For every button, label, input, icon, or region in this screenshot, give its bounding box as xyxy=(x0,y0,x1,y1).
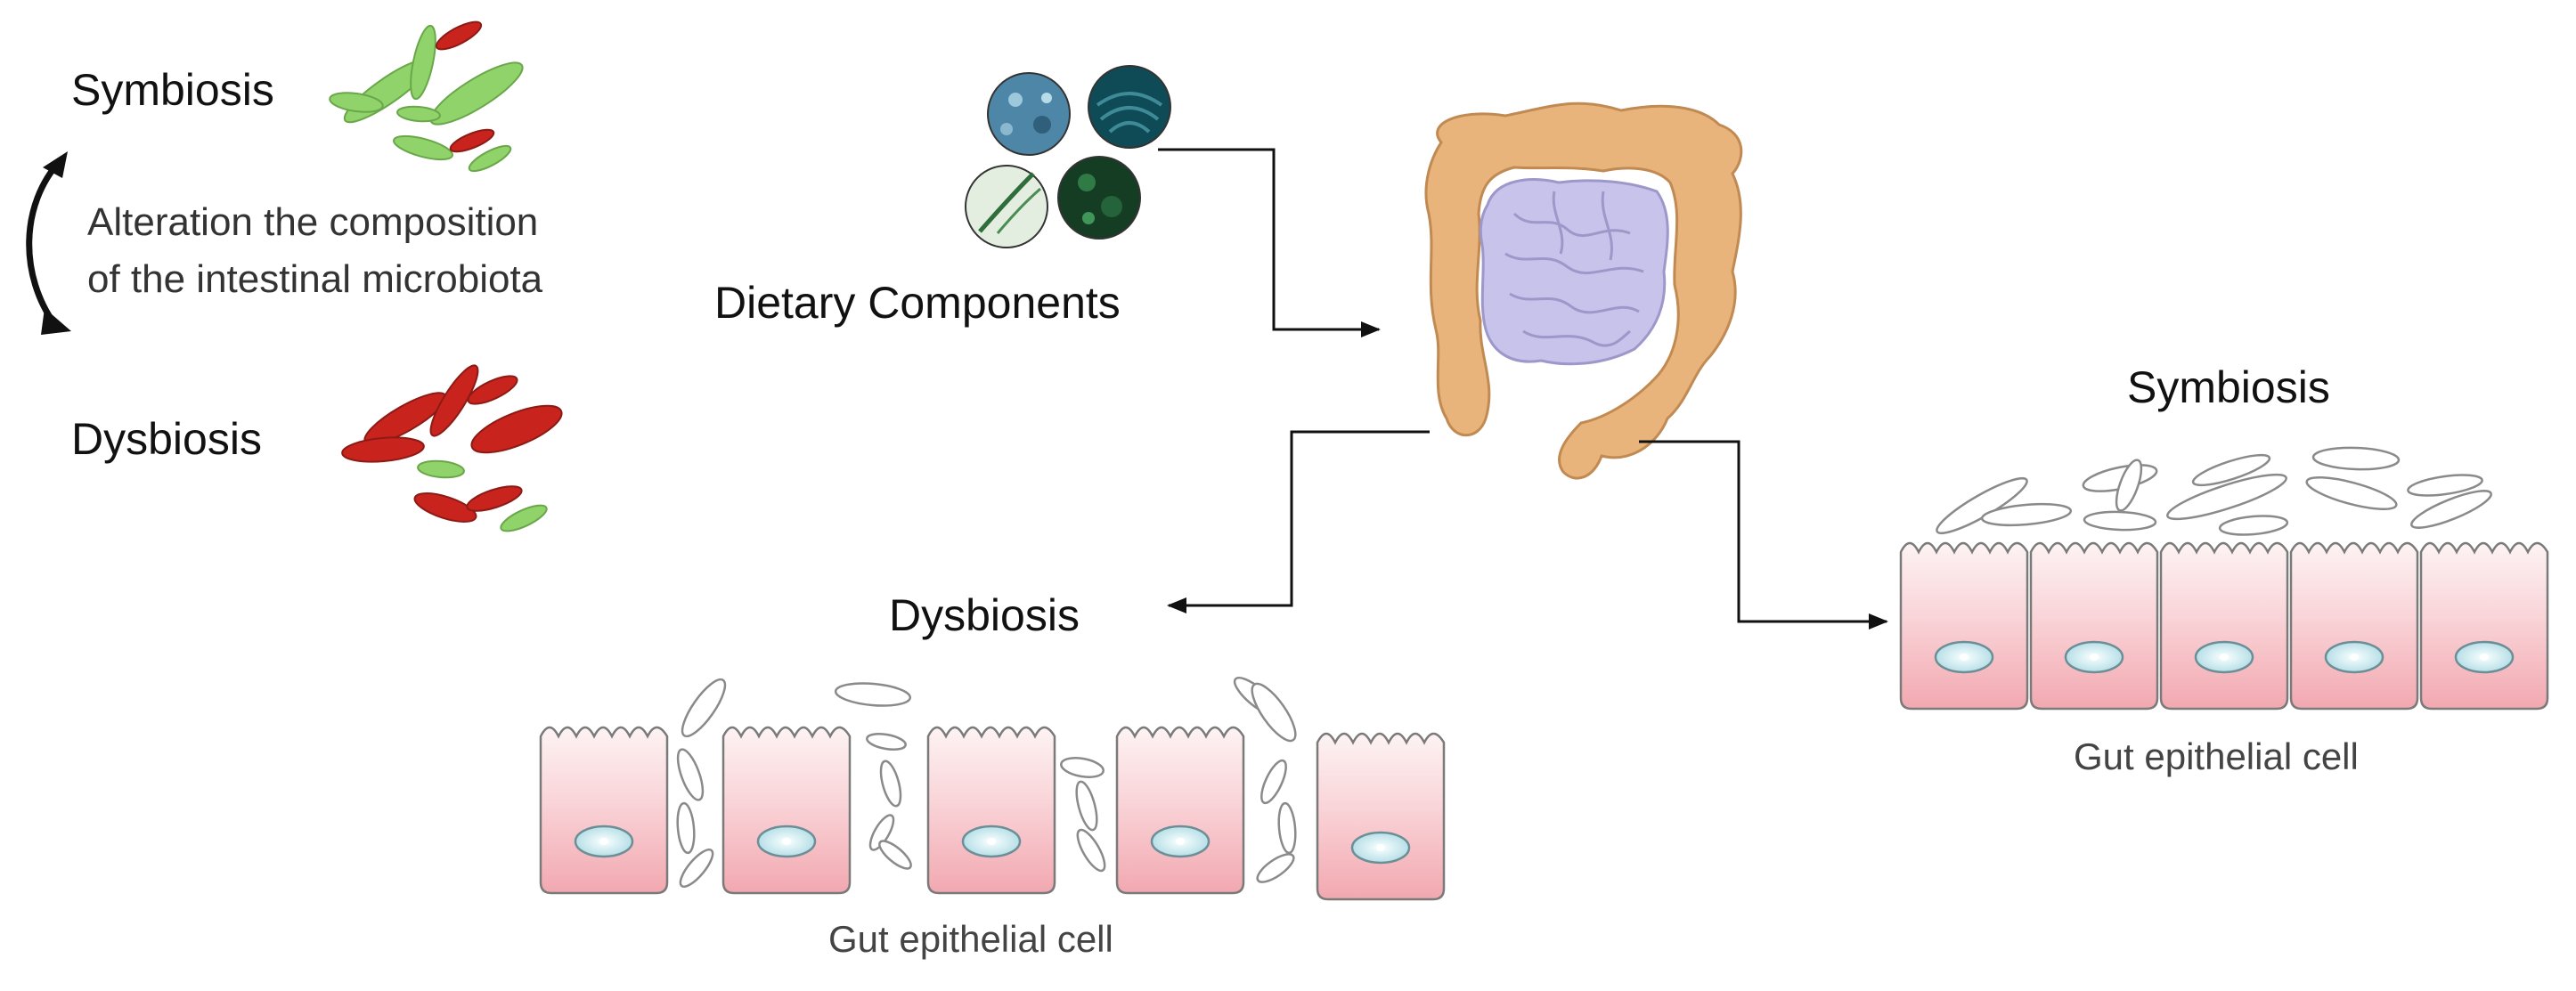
symbiosis-panel-caption: Gut epithelial cell xyxy=(2074,735,2359,777)
intestine-illustration xyxy=(1424,102,1743,480)
alteration-text-line1: Alteration the composition xyxy=(87,200,538,244)
food-circle-dark-green xyxy=(1057,156,1141,240)
arrow-diet-to-gut xyxy=(1158,148,1381,337)
epithelial-cell xyxy=(2029,541,2159,711)
dysbiosis-panel-title: Dysbiosis xyxy=(889,590,1080,640)
epithelial-cell xyxy=(926,726,1056,895)
epithelial-cell xyxy=(1115,726,1245,895)
epithelial-cell xyxy=(2419,541,2549,711)
dietary-components: Dietary Components xyxy=(714,65,1171,328)
healthy-bacteria-cluster xyxy=(329,20,524,173)
food-circle-teal xyxy=(1088,65,1171,149)
dysbiosis-bacteria xyxy=(676,677,1297,888)
symbiosis-epithelium xyxy=(1899,541,2549,711)
food-circle-blue xyxy=(987,72,1071,156)
symbiosis-bacteria xyxy=(1936,446,2492,536)
epithelial-cell xyxy=(1899,541,2029,711)
epithelial-cell xyxy=(539,726,669,895)
legend-section: Symbiosis Alteration the composition of … xyxy=(26,20,563,532)
dietary-components-label: Dietary Components xyxy=(714,278,1121,328)
colon-shape xyxy=(1424,102,1743,480)
dysbiosis-panel-caption: Gut epithelial cell xyxy=(828,918,1113,960)
symbiosis-panel: Symbiosis Gut epithelial cell xyxy=(1899,362,2549,777)
arrow-gut-to-symbiosis xyxy=(1639,440,1888,630)
arrow-gut-to-dysbiosis xyxy=(1167,430,1430,613)
alteration-curved-arrow xyxy=(26,157,64,329)
epithelial-cell xyxy=(721,726,852,895)
symbiosis-panel-title: Symbiosis xyxy=(2127,362,2330,412)
epithelial-cell xyxy=(1316,732,1446,901)
dysbiosis-panel: Dysbiosis Gut epith xyxy=(539,590,1446,960)
small-intestine-folds xyxy=(1504,191,1644,347)
dysbiosis-epithelium xyxy=(539,726,1446,901)
alteration-text-line2: of the intestinal microbiota xyxy=(87,257,543,301)
harmful-bacteria-cluster xyxy=(341,364,563,532)
food-circle-pale-green xyxy=(965,165,1048,248)
legend-symbiosis-label: Symbiosis xyxy=(71,65,274,115)
epithelial-cell xyxy=(2159,541,2289,711)
epithelial-cell xyxy=(2289,541,2419,711)
legend-dysbiosis-label: Dysbiosis xyxy=(71,414,262,464)
